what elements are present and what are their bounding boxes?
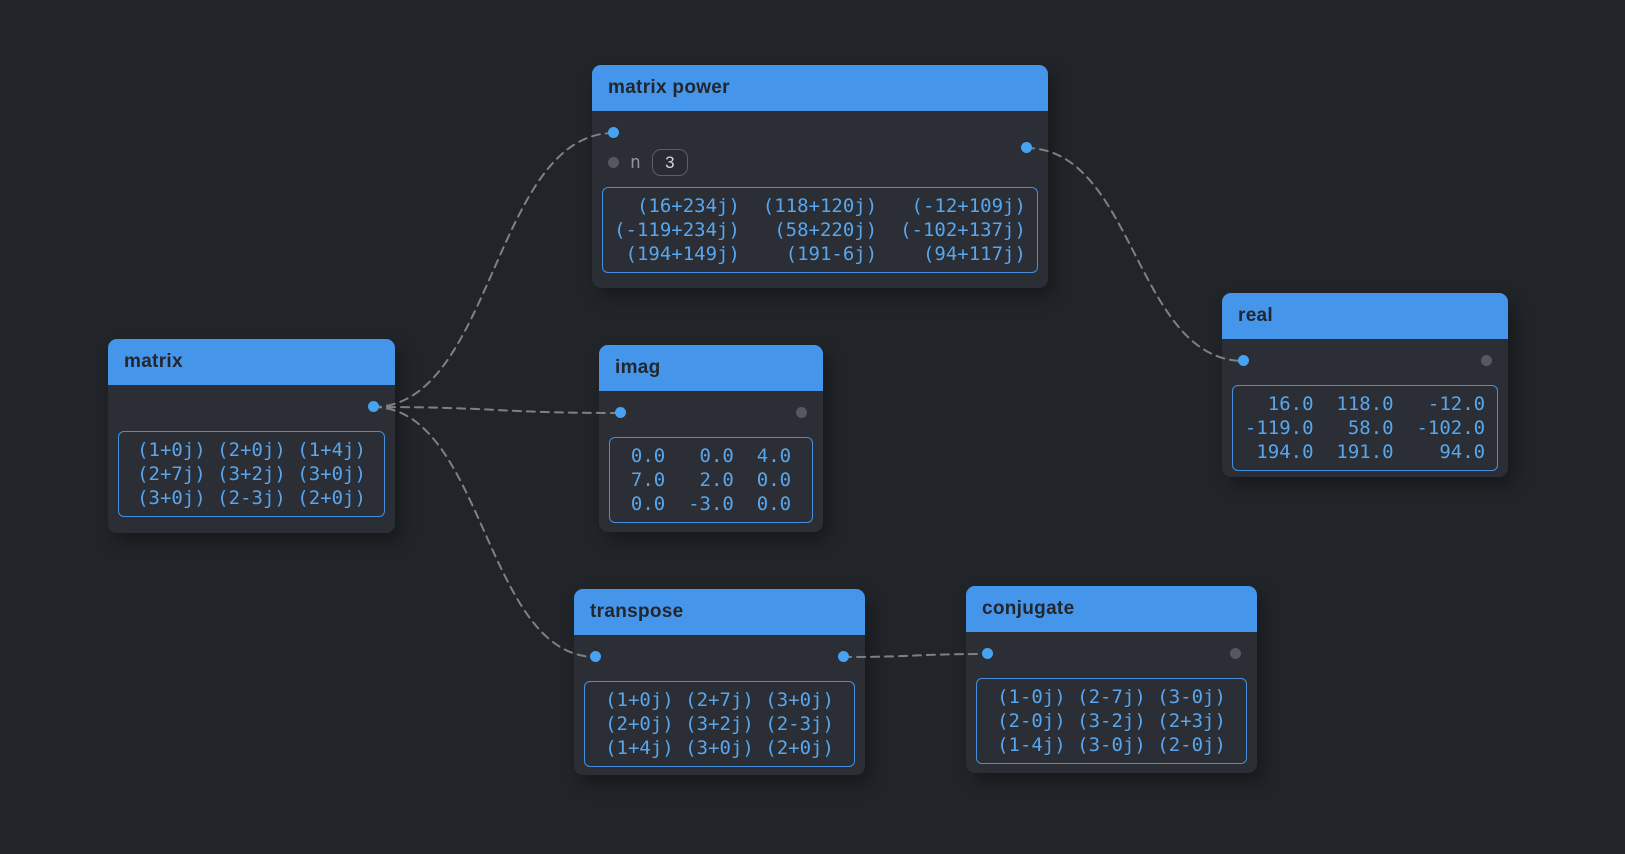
matrix-display: 0.0 0.0 4.0 7.0 2.0 0.0 0.0 -3.0 0.0 xyxy=(609,437,813,523)
matrix-row: (1-4j) (3-0j) (2-0j) xyxy=(997,734,1226,756)
matrix-row: (2+7j) (3+2j) (3+0j) xyxy=(137,463,366,485)
n-param-row: n 3 xyxy=(608,149,688,176)
node-title: conjugate xyxy=(982,598,1075,619)
matrix-row: 16.0 118.0 -12.0 xyxy=(1244,393,1486,415)
matrix-row: 194.0 191.0 94.0 xyxy=(1244,441,1486,463)
output-port[interactable] xyxy=(838,651,849,662)
matrix-row: 7.0 2.0 0.0 xyxy=(630,469,792,491)
node-header[interactable]: imag xyxy=(599,345,823,391)
matrix-display: (1+0j) (2+0j) (1+4j) (2+7j) (3+2j) (3+0j… xyxy=(118,431,385,517)
output-port[interactable] xyxy=(796,407,807,418)
matrix-row: (1+0j) (2+0j) (1+4j) xyxy=(137,439,366,461)
matrix-display: 16.0 118.0 -12.0 -119.0 58.0 -102.0 194.… xyxy=(1232,385,1498,471)
matrix-row: 0.0 0.0 4.0 xyxy=(630,445,792,467)
node-matrix[interactable]: matrix (1+0j) (2+0j) (1+4j) (2+7j) (3+2j… xyxy=(108,339,395,533)
node-header[interactable]: matrix power xyxy=(592,65,1048,111)
n-param-port[interactable] xyxy=(608,157,619,168)
output-port[interactable] xyxy=(1021,142,1032,153)
node-header[interactable]: real xyxy=(1222,293,1508,339)
node-conjugate[interactable]: conjugate (1-0j) (2-7j) (3-0j) (2-0j) (3… xyxy=(966,586,1257,773)
output-port[interactable] xyxy=(368,401,379,412)
node-real[interactable]: real 16.0 118.0 -12.0 -119.0 58.0 -102.0… xyxy=(1222,293,1508,477)
node-transpose[interactable]: transpose (1+0j) (2+7j) (3+0j) (2+0j) (3… xyxy=(574,589,865,775)
matrix-row: (1+0j) (2+7j) (3+0j) xyxy=(605,689,834,711)
input-port[interactable] xyxy=(590,651,601,662)
node-title: real xyxy=(1238,305,1274,326)
node-header[interactable]: conjugate xyxy=(966,586,1257,632)
n-param-label: n xyxy=(630,152,641,173)
matrix-row: (194+149j) (191-6j) (94+117j) xyxy=(614,243,1026,265)
node-title: transpose xyxy=(590,601,684,622)
node-header[interactable]: transpose xyxy=(574,589,865,635)
matrix-row: 0.0 -3.0 0.0 xyxy=(630,493,792,515)
output-port[interactable] xyxy=(1481,355,1492,366)
node-imag[interactable]: imag 0.0 0.0 4.0 7.0 2.0 0.0 0.0 -3.0 0.… xyxy=(599,345,823,532)
input-port[interactable] xyxy=(608,127,619,138)
node-matrix-power[interactable]: matrix power n 3 (16+234j) (118+120j) (-… xyxy=(592,65,1048,288)
matrix-row: -119.0 58.0 -102.0 xyxy=(1244,417,1486,439)
node-title: matrix xyxy=(124,351,183,372)
node-header[interactable]: matrix xyxy=(108,339,395,385)
matrix-row: (2+0j) (3+2j) (2-3j) xyxy=(605,713,834,735)
matrix-row: (3+0j) (2-3j) (2+0j) xyxy=(137,487,366,509)
matrix-display: (1-0j) (2-7j) (3-0j) (2-0j) (3-2j) (2+3j… xyxy=(976,678,1247,764)
node-title: matrix power xyxy=(608,77,730,98)
input-port[interactable] xyxy=(1238,355,1249,366)
input-port[interactable] xyxy=(982,648,993,659)
matrix-row: (16+234j) (118+120j) (-12+109j) xyxy=(614,195,1026,217)
matrix-row: (1+4j) (3+0j) (2+0j) xyxy=(605,737,834,759)
matrix-display: (16+234j) (118+120j) (-12+109j) (-119+23… xyxy=(602,187,1038,273)
node-title: imag xyxy=(615,357,661,378)
input-port[interactable] xyxy=(615,407,626,418)
n-param-input[interactable]: 3 xyxy=(651,149,688,176)
output-port[interactable] xyxy=(1230,648,1241,659)
matrix-row: (-119+234j) (58+220j) (-102+137j) xyxy=(614,219,1026,241)
matrix-display: (1+0j) (2+7j) (3+0j) (2+0j) (3+2j) (2-3j… xyxy=(584,681,855,767)
matrix-row: (2-0j) (3-2j) (2+3j) xyxy=(997,710,1226,732)
matrix-row: (1-0j) (2-7j) (3-0j) xyxy=(997,686,1226,708)
